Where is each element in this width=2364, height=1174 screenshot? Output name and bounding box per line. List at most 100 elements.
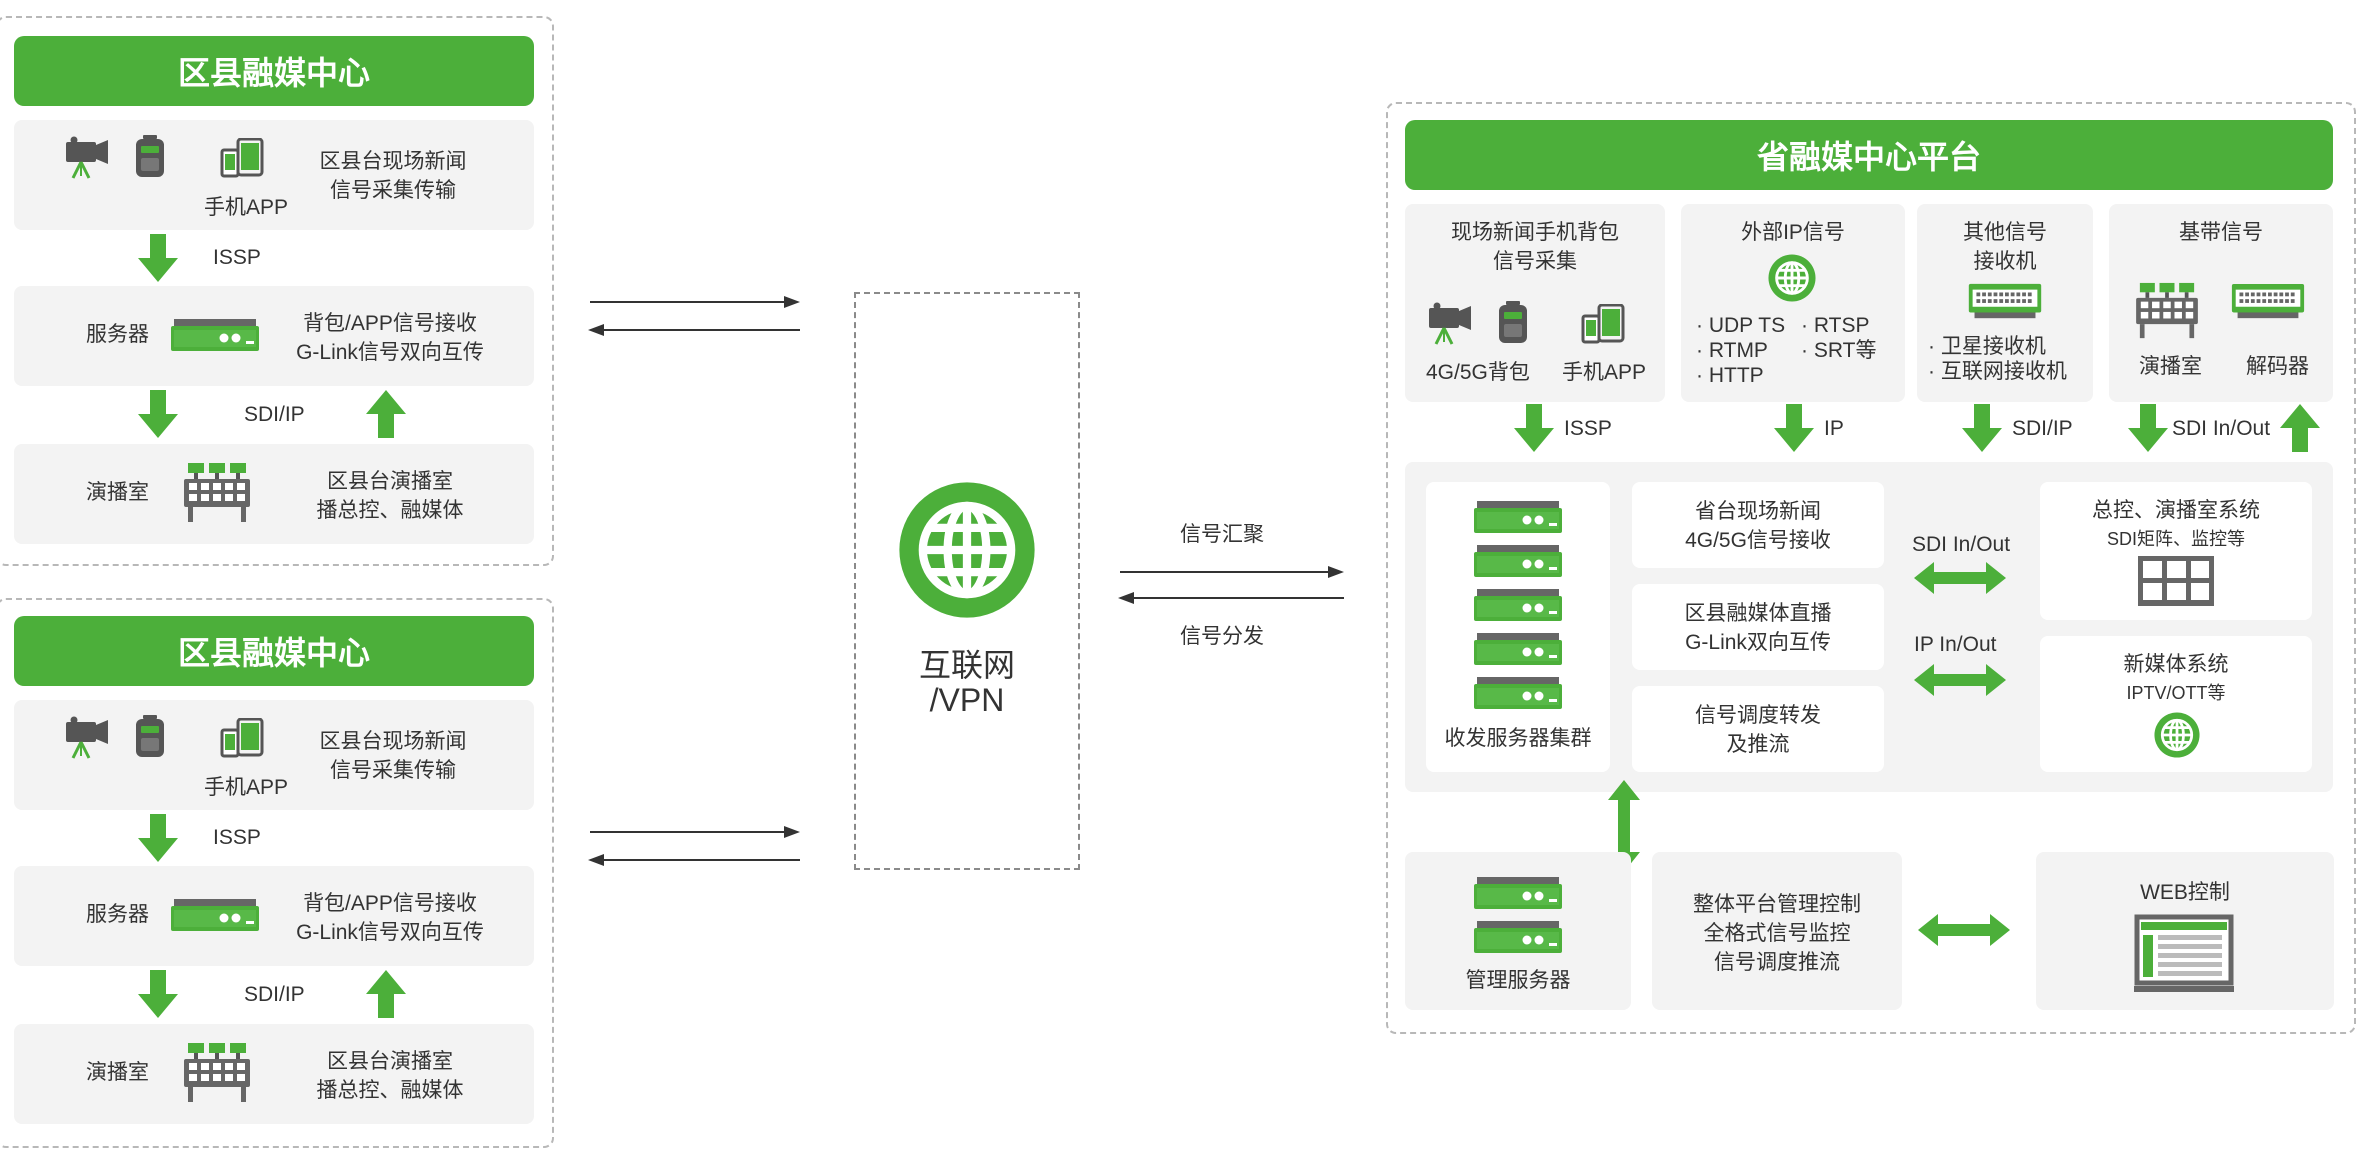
arrow-down-icon (2128, 404, 2168, 452)
ip-in-out-label: IP In/Out (1914, 633, 1997, 656)
decoder-label: 解码器 (2246, 355, 2309, 378)
camera-icon (1427, 302, 1475, 346)
aggregate-label: 信号汇聚 (1180, 523, 1264, 546)
globe-icon (1768, 254, 1816, 302)
backpack-icon (1496, 300, 1530, 346)
server-desc-line1: 背包/APP信号接收 (303, 312, 477, 335)
studio-icon (182, 462, 252, 524)
studio-label: 演播室 (2139, 355, 2202, 378)
district-row-collect-2 (14, 700, 534, 810)
server-icon (170, 898, 260, 934)
district-row-server-2 (14, 866, 534, 966)
source-field-news-title-1: 现场新闻手机背包 (1451, 221, 1619, 244)
function-dispatch-line1: 信号调度转发 (1695, 704, 1821, 727)
district-block-2 (0, 598, 554, 1148)
system-control-title: 总控、演播室系统 (2092, 499, 2260, 522)
arrow-up-icon (2280, 404, 2320, 452)
connector-arrows-top (588, 296, 800, 336)
function-news-line2: 4G/5G信号接收 (1685, 529, 1831, 552)
district-block-1 (0, 16, 554, 566)
server-icon (1473, 920, 1563, 956)
arrow-down-icon (138, 234, 178, 282)
receiver-item: · 互联网接收机 (1928, 360, 2067, 383)
arrow-left-right-icon (1914, 664, 2006, 696)
function-live-line2: G-Link双向互传 (1685, 631, 1831, 654)
web-console-icon (2134, 914, 2234, 994)
source-other-title-2: 接收机 (1973, 250, 2037, 273)
aggregate-distribute-arrows (1118, 566, 1344, 604)
province-header: 省融媒中心平台 (1405, 120, 2333, 190)
ip-label: IP (1824, 417, 1844, 440)
internet-vpn-box (854, 292, 1080, 870)
receiver-item: · 卫星接收机 (1928, 335, 2046, 358)
phone-app-label: 手机APP (204, 776, 289, 799)
district-header-1: 区县融媒中心 (14, 36, 534, 106)
source-other-title-1: 其他信号 (1963, 221, 2047, 244)
server-icon (1473, 500, 1563, 536)
arrow-down-icon (138, 390, 178, 438)
district-row-server-1 (14, 286, 534, 386)
camera-icon (64, 136, 112, 180)
decoder-icon (2230, 282, 2306, 322)
system-control-sub: SDI矩阵、监控等 (2106, 529, 2245, 549)
studio-label: 演播室 (86, 481, 149, 504)
source-field-news (1405, 204, 1665, 402)
studio-label: 演播室 (86, 1061, 149, 1084)
phone-app-label: 手机APP (204, 196, 289, 219)
arrow-up-icon (366, 970, 406, 1018)
management-line2: 全格式信号监控 (1703, 922, 1851, 945)
source-field-news-title-2: 信号采集 (1493, 250, 1577, 273)
function-news-line1: 省台现场新闻 (1695, 500, 1821, 523)
management-line1: 整体平台管理控制 (1693, 893, 1861, 916)
function-dispatch-line2: 及推流 (1726, 733, 1790, 756)
district-row-studio-1 (14, 444, 534, 544)
ip-protocol-item: · RTSP (1801, 314, 1870, 337)
arrow-left-right-icon (1914, 562, 2006, 594)
sdi-ip-label: SDI/IP (2012, 417, 2073, 440)
sdi-in-out-label: SDI In/Out (2172, 417, 2271, 440)
server-desc-line2: G-Link信号双向互传 (296, 341, 484, 364)
arrow-up-icon (366, 390, 406, 438)
studio-icon (182, 1042, 252, 1104)
management-functions-panel (1652, 852, 1902, 1010)
phone-app-icon (220, 718, 264, 758)
issp-label: ISSP (213, 826, 261, 849)
function-card-district-live (1632, 584, 1884, 670)
receiver-icon (1966, 282, 2044, 322)
ip-protocol-item: · SRT等 (1801, 339, 1877, 362)
studio-icon (2134, 282, 2200, 340)
internet-label: 互联网 (918, 647, 1015, 683)
issp-label: ISSP (1564, 417, 1612, 440)
studio-desc-line2: 播总控、融媒体 (316, 1079, 464, 1102)
arrow-left-right-icon (1918, 914, 2010, 946)
studio-desc-line1: 区县台演播室 (327, 470, 453, 493)
management-line3: 信号调度推流 (1714, 951, 1840, 974)
server-icon (1473, 676, 1563, 712)
server-icon (1473, 544, 1563, 580)
server-icon (170, 318, 260, 354)
arrow-down-icon (1514, 404, 1554, 452)
district-header-2: 区县融媒中心 (14, 616, 534, 686)
source-external-ip (1681, 204, 1905, 402)
source-baseband-title: 基带信号 (2179, 221, 2263, 244)
phone-app-label: 手机APP (1562, 361, 1647, 384)
province-platform-block (1386, 102, 2356, 1034)
issp-label: ISSP (213, 246, 261, 269)
sdi-in-out-label: SDI In/Out (1912, 533, 2011, 556)
collect-desc-line1: 区县台现场新闻 (319, 150, 467, 173)
system-new-media-title: 新媒体系统 (2123, 653, 2229, 676)
server-cluster-label: 收发服务器集群 (1444, 727, 1592, 750)
server-desc-line2: G-Link信号双向互传 (296, 921, 484, 944)
function-card-news (1632, 482, 1884, 568)
system-new-media-sub: IPTV/OTT等 (2126, 683, 2226, 703)
vpn-label: /VPN (929, 682, 1005, 718)
collect-desc-line1: 区县台现场新闻 (319, 730, 467, 753)
ip-protocol-item: · RTMP (1696, 339, 1768, 362)
collect-desc-line2: 信号采集传输 (330, 179, 456, 202)
connector-arrows-bottom (588, 826, 800, 866)
arrow-down-icon (138, 970, 178, 1018)
server-label: 服务器 (86, 903, 149, 926)
phone-app-icon (1581, 304, 1625, 344)
arrow-down-icon (138, 814, 178, 862)
district-row-studio-2 (14, 1024, 534, 1124)
